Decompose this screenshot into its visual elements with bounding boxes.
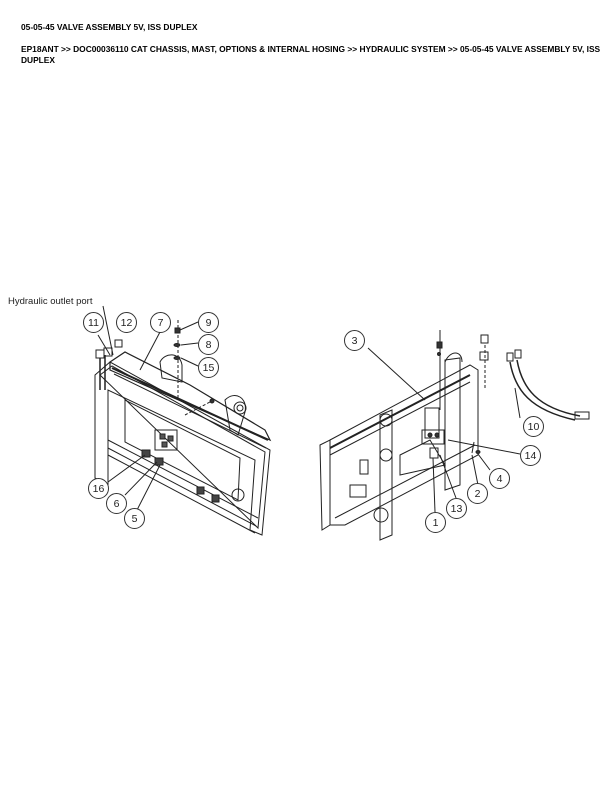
breadcrumb[interactable]: EP18ANT >> DOC00036110 CAT CHASSIS, MAST… <box>21 44 601 65</box>
balloon-10[interactable]: 10 <box>523 416 544 437</box>
balloon-14[interactable]: 14 <box>520 445 541 466</box>
hydraulic-outlet-port-label: Hydraulic outlet port <box>8 296 93 307</box>
balloon-8[interactable]: 8 <box>198 334 219 355</box>
balloon-15[interactable]: 15 <box>198 357 219 378</box>
balloon-3[interactable]: 3 <box>344 330 365 351</box>
diagram-linework <box>94 305 590 541</box>
balloon-6[interactable]: 6 <box>106 493 127 514</box>
balloon-16[interactable]: 16 <box>88 478 109 499</box>
balloon-11[interactable]: 11 <box>83 312 104 333</box>
balloon-4[interactable]: 4 <box>489 468 510 489</box>
page-title: 05-05-45 VALVE ASSEMBLY 5V, ISS DUPLEX <box>21 22 198 32</box>
balloon-12[interactable]: 12 <box>116 312 137 333</box>
balloon-7[interactable]: 7 <box>150 312 171 333</box>
balloon-9[interactable]: 9 <box>198 312 219 333</box>
balloon-5[interactable]: 5 <box>124 508 145 529</box>
balloon-1[interactable]: 1 <box>425 512 446 533</box>
exploded-parts-diagram: Hydraulic outlet port 11 12 7 9 8 15 16 … <box>0 290 612 550</box>
balloon-13[interactable]: 13 <box>446 498 467 519</box>
balloon-2[interactable]: 2 <box>467 483 488 504</box>
